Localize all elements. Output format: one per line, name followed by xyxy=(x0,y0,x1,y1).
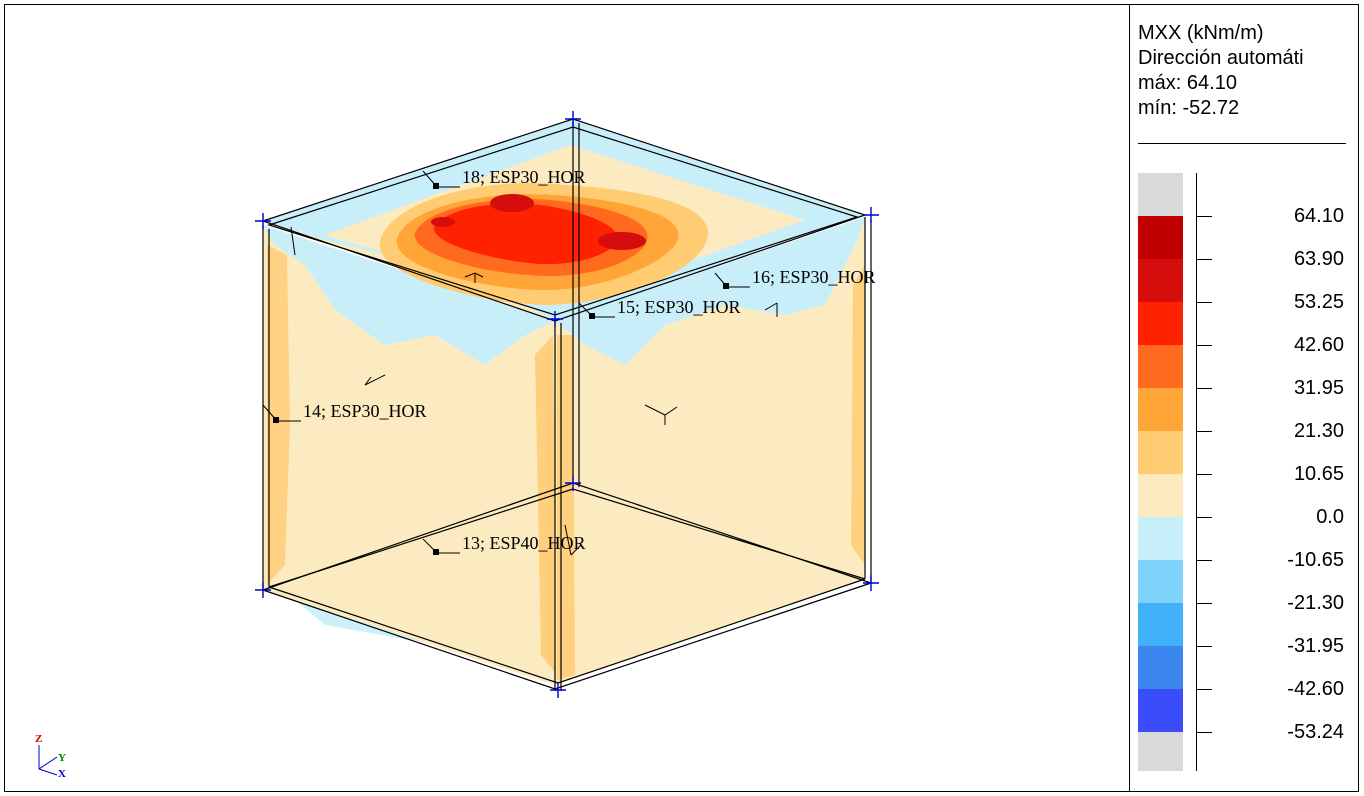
legend-tick xyxy=(1196,474,1212,475)
legend-swatch xyxy=(1138,474,1183,517)
left-face-negative-band xyxy=(263,225,555,365)
global-axis-triad: Z Y X xyxy=(35,733,66,780)
legend-tick-label: -42.60 xyxy=(1287,678,1344,700)
legend-tick-label: 53.25 xyxy=(1293,291,1344,313)
svg-text:13; ESP40_HOR: 13; ESP40_HOR xyxy=(462,533,586,553)
legend-direction: Dirección automáti xyxy=(1138,47,1304,69)
svg-text:14; ESP30_HOR: 14; ESP30_HOR xyxy=(303,401,427,421)
shell-label-16: 16; ESP30_HOR xyxy=(714,267,876,289)
legend-tick-label: 0.0 xyxy=(1316,506,1344,528)
axis-y-label: Y xyxy=(58,752,66,764)
legend-tick xyxy=(1196,216,1212,217)
legend-tick xyxy=(1196,345,1212,346)
axis-z-label: Z xyxy=(35,733,42,745)
legend-tick-label: 10.65 xyxy=(1293,463,1344,485)
legend-tick xyxy=(1196,431,1212,432)
shell-label-18: 18; ESP30_HOR xyxy=(422,167,586,189)
right-face-edge-band-left xyxy=(557,335,575,680)
shell-label-15: 15; ESP30_HOR xyxy=(578,297,741,319)
legend-tick xyxy=(1196,259,1212,260)
legend-tick xyxy=(1196,302,1212,303)
right-face-edge-band-right xyxy=(851,265,865,565)
legend-swatch xyxy=(1138,517,1183,560)
legend-title: MXX (kNm/m) xyxy=(1138,22,1264,44)
legend-tick xyxy=(1196,646,1212,647)
legend-tick-label: 63.90 xyxy=(1293,248,1344,270)
legend-tick-label: 64.10 xyxy=(1293,205,1344,227)
top-hotspot-peak-3 xyxy=(431,217,455,227)
left-face-edge-band-right xyxy=(535,335,557,675)
legend-swatch xyxy=(1138,431,1183,474)
legend-swatch xyxy=(1138,259,1183,302)
left-face-edge-band-left xyxy=(267,245,290,585)
svg-text:15; ESP30_HOR: 15; ESP30_HOR xyxy=(617,297,741,317)
legend-header: MXX (kNm/m) Dirección automáti máx: 64.1… xyxy=(1138,21,1357,121)
legend-tick xyxy=(1196,603,1212,604)
legend-swatch xyxy=(1138,603,1183,646)
legend-tick xyxy=(1196,388,1212,389)
legend-divider xyxy=(1138,143,1346,144)
top-hotspot-4 xyxy=(434,203,618,265)
svg-text:16; ESP30_HOR: 16; ESP30_HOR xyxy=(752,267,876,287)
local-axes-glyphs xyxy=(290,226,778,556)
shell-label-14: 14; ESP30_HOR xyxy=(262,401,427,423)
legend-swatch xyxy=(1138,560,1183,603)
legend-tick-label: 42.60 xyxy=(1293,334,1344,356)
legend-swatch xyxy=(1138,302,1183,345)
model-viewport[interactable]: 18; ESP30_HOR 16; ESP30_HOR 15; ESP30_HO… xyxy=(5,5,1129,791)
right-face-negative-band xyxy=(555,217,865,365)
top-hotspot-peak-2 xyxy=(598,232,646,250)
legend-tick-label: -31.95 xyxy=(1287,635,1344,657)
legend-swatch xyxy=(1138,216,1183,259)
results-legend: MXX (kNm/m) Dirección automáti máx: 64.1… xyxy=(1129,5,1358,791)
legend-tick xyxy=(1196,732,1212,733)
legend-swatch xyxy=(1138,646,1183,689)
legend-tick-label: -53.24 xyxy=(1287,721,1344,743)
legend-tick-label: -21.30 xyxy=(1287,592,1344,614)
legend-tick-label: -10.65 xyxy=(1287,549,1344,571)
svg-text:18; ESP30_HOR: 18; ESP30_HOR xyxy=(462,167,586,187)
top-hotspot-peak-1 xyxy=(490,194,534,212)
legend-swatch xyxy=(1138,388,1183,431)
axis-x-label: X xyxy=(58,768,66,780)
legend-tick xyxy=(1196,689,1212,690)
node-markers xyxy=(255,111,879,698)
legend-tick xyxy=(1196,560,1212,561)
legend-tick xyxy=(1196,517,1212,518)
legend-swatch xyxy=(1138,689,1183,732)
legend-swatch xyxy=(1138,345,1183,388)
legend-tick-label: 21.30 xyxy=(1293,420,1344,442)
legend-scale-axis xyxy=(1196,173,1197,771)
model-view-frame: 18; ESP30_HOR 16; ESP30_HOR 15; ESP30_HO… xyxy=(4,4,1359,792)
legend-min: mín: -52.72 xyxy=(1138,97,1240,119)
legend-max: máx: 64.10 xyxy=(1138,72,1237,94)
legend-swatch-overflow-top xyxy=(1138,173,1183,216)
legend-tick-label: 31.95 xyxy=(1293,377,1344,399)
legend-swatch xyxy=(1138,732,1183,771)
legend-color-scale xyxy=(1138,173,1183,771)
shell-label-13: 13; ESP40_HOR xyxy=(422,533,586,555)
cube-model-svg[interactable]: 18; ESP30_HOR 16; ESP30_HOR 15; ESP30_HO… xyxy=(5,5,1129,791)
